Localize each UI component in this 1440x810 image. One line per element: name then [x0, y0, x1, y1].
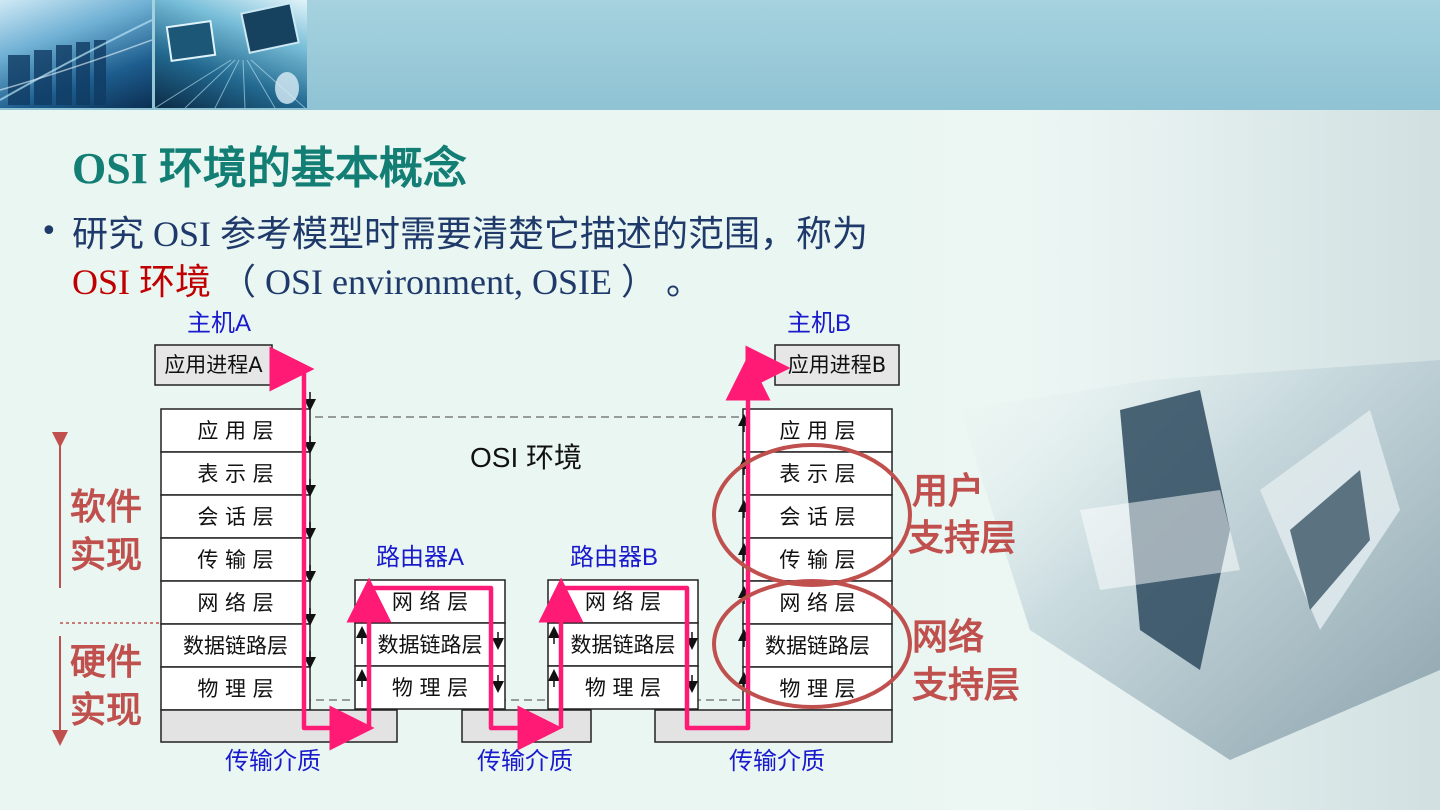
hardware-label-line2: 实现: [70, 689, 142, 730]
layer-label: 会 话 层: [779, 505, 855, 529]
layer-label: 物 理 层: [585, 676, 661, 700]
router-a-layer-stack: 网 络 层 数据链路层 物 理 层: [355, 580, 505, 709]
layer-label: 数据链路层: [378, 633, 483, 657]
layer-label: 表 示 层: [197, 462, 273, 486]
layer-label: 数据链路层: [765, 634, 870, 658]
layer-label: 传 输 层: [197, 548, 273, 572]
router-a-label: 路由器A: [376, 544, 464, 571]
host-a-label: 主机A: [187, 310, 251, 337]
layer-label: 传 输 层: [779, 548, 855, 572]
layer-label: 会 话 层: [197, 505, 273, 529]
network-support-label-line2: 支持层: [912, 664, 1020, 705]
layer-label: 网 络 层: [197, 591, 273, 615]
host-b-label: 主机B: [787, 310, 851, 337]
transmission-medium-1: [161, 710, 397, 742]
layer-label: 物 理 层: [779, 677, 855, 701]
layer-label: 网 络 层: [585, 590, 661, 614]
layer-label: 应 用 层: [779, 419, 855, 443]
layer-label: 物 理 层: [197, 677, 273, 701]
user-support-label-line1: 用户: [912, 470, 984, 511]
network-support-label-line1: 网络: [912, 616, 984, 657]
medium-label: 传输介质: [477, 748, 573, 775]
router-b-label: 路由器B: [570, 544, 658, 571]
host-a-layer-stack: 应 用 层 表 示 层 会 话 层 传 输 层 网 络 层 数据链路层 物 理 …: [161, 409, 310, 710]
layer-label: 表 示 层: [779, 462, 855, 486]
layer-label: 物 理 层: [392, 676, 468, 700]
osi-environment-label: OSI 环境: [470, 442, 582, 473]
medium-label: 传输介质: [225, 748, 321, 775]
layer-label: 数据链路层: [183, 634, 288, 658]
software-label-line1: 软件: [70, 486, 142, 527]
layer-label: 网 络 层: [779, 591, 855, 615]
layer-label: 数据链路层: [571, 633, 676, 657]
user-support-label-line2: 支持层: [908, 517, 1016, 558]
router-b-layer-stack: 网 络 层 数据链路层 物 理 层: [548, 580, 698, 709]
hardware-label-line1: 硬件: [70, 641, 142, 682]
medium-label: 传输介质: [729, 748, 825, 775]
layer-label: 网 络 层: [392, 590, 468, 614]
layer-label: 应 用 层: [197, 419, 273, 443]
app-process-b-label: 应用进程B: [788, 353, 886, 377]
app-process-a-label: 应用进程A: [164, 353, 263, 377]
software-label-line2: 实现: [70, 534, 142, 575]
